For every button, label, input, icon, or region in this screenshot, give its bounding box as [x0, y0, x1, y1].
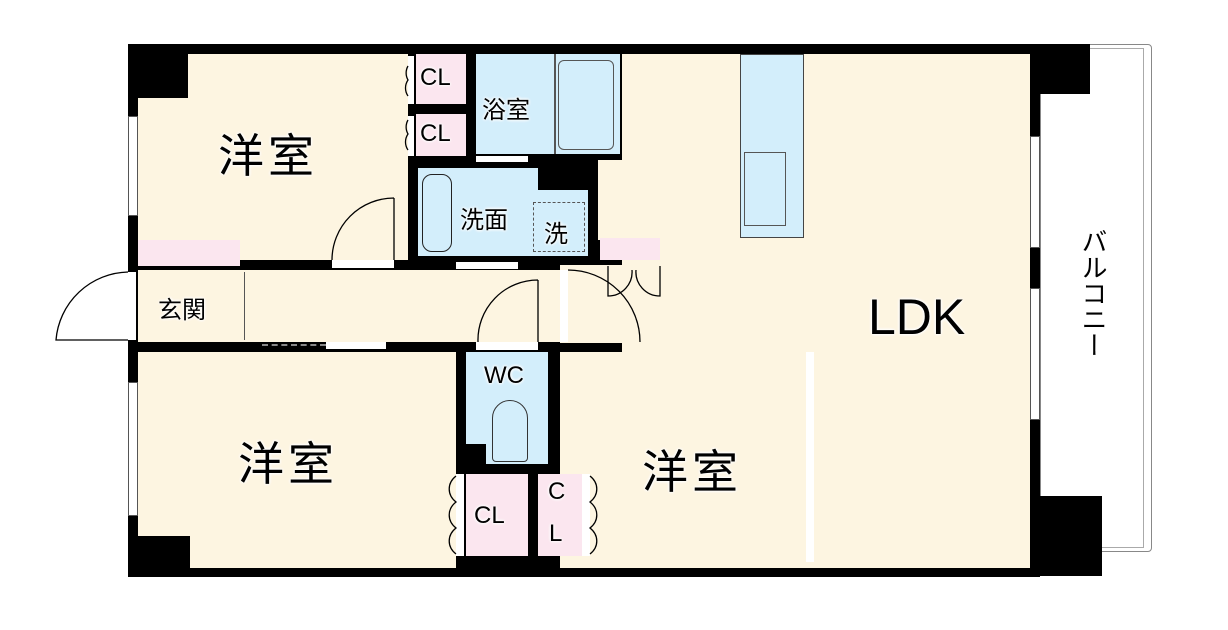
bathtub: [558, 60, 614, 150]
label-closet-bottom-2b: L: [549, 520, 563, 547]
ldk-floor-ext: [598, 160, 658, 240]
washroom-door: [456, 262, 518, 269]
ldk-hall-door: [560, 270, 568, 342]
wc-door: [476, 342, 538, 350]
ldk-closet: [600, 238, 660, 260]
washbasin: [422, 174, 452, 252]
sliding-partition: [806, 352, 814, 562]
toilet-bowl: [492, 400, 528, 462]
pillar-right-top: [1030, 44, 1090, 94]
closet-door-top-2: [408, 116, 414, 156]
closet-bottom-2: [538, 474, 582, 556]
window-ldk-1: [1030, 136, 1040, 248]
label-western-room-bottom-left: 洋室: [238, 437, 338, 491]
bathroom-door: [476, 156, 528, 162]
label-balcony: バルコニー: [1077, 228, 1107, 358]
window-ldk-2: [1030, 288, 1040, 420]
door-top-room: [332, 260, 394, 268]
label-washer: 洗: [544, 220, 568, 248]
kitchen-sink: [744, 152, 786, 226]
washer-pan: [533, 202, 585, 252]
label-bathroom: 浴室: [482, 96, 530, 124]
western-room-bottom-center: [560, 352, 804, 568]
kitchen-counter: [740, 54, 804, 238]
shoe-closet: [138, 240, 240, 266]
closet-door-top-1: [408, 56, 414, 104]
label-closet-top-2: CL: [420, 120, 451, 147]
balcony: [1040, 44, 1152, 552]
label-toilet: WC: [484, 362, 524, 389]
label-western-room-bottom-center: 洋室: [642, 445, 742, 499]
pillar-bottom-left: [138, 536, 190, 568]
label-entrance: 玄関: [158, 296, 206, 324]
label-ldk: LDK: [868, 289, 966, 345]
closet-bottom-1: [466, 474, 528, 556]
hallway-ext: [560, 265, 640, 343]
door-bottom-left: [326, 342, 386, 349]
western-room-bottom-left: [138, 352, 456, 568]
label-closet-top-1: CL: [420, 64, 451, 91]
window-west-bottom: [128, 382, 138, 516]
window-west-top: [128, 116, 138, 216]
entrance-door: [128, 272, 136, 340]
label-closet-bottom-1: CL: [474, 502, 505, 529]
bathroom: [476, 54, 620, 154]
label-closet-bottom-2a: C: [548, 478, 566, 505]
closet-top-1: [416, 54, 466, 104]
label-western-room-top: 洋室: [218, 129, 318, 183]
closet-top-2: [416, 114, 466, 156]
pillar-right-bottom: [1030, 496, 1102, 576]
entrance: [138, 272, 244, 340]
label-washroom: 洗面: [460, 206, 508, 234]
pillar-top-left: [138, 54, 188, 98]
